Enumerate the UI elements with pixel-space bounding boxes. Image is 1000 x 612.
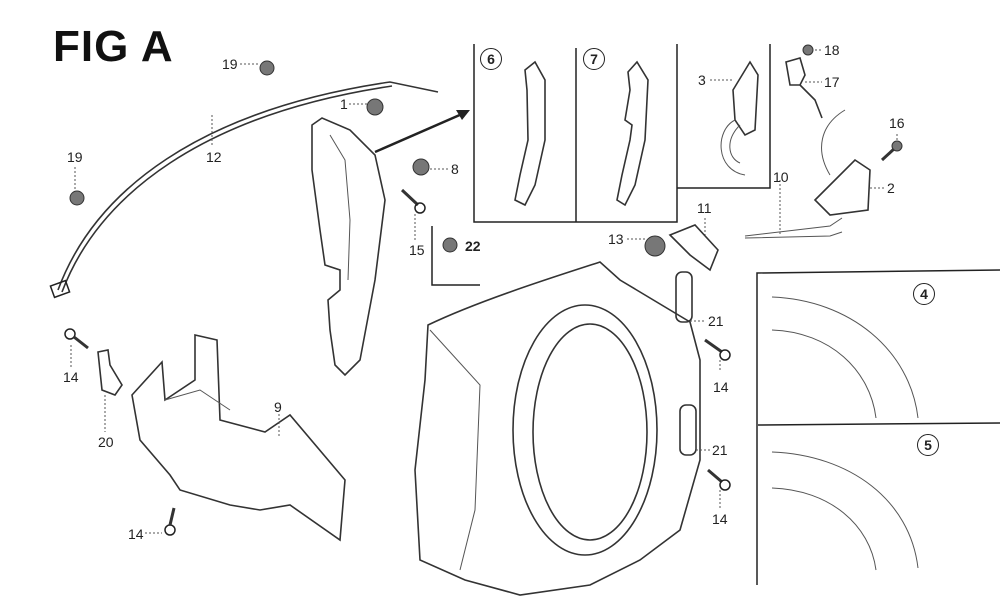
callout-10: 10 xyxy=(773,169,789,185)
pointer-arrow xyxy=(374,110,470,154)
bolt-part-15 xyxy=(400,188,426,214)
grommet-part-1 xyxy=(366,98,384,116)
bolt-part-16 xyxy=(880,140,903,162)
detail-view-7: 7 xyxy=(583,48,605,70)
bolt-part-14-left xyxy=(64,328,176,536)
detail-view-5: 5 xyxy=(917,434,939,456)
callout-14-left: 14 xyxy=(63,369,79,385)
callout-16: 16 xyxy=(889,115,905,131)
wire-part-10 xyxy=(744,217,843,239)
callout-17: 17 xyxy=(824,74,840,90)
socket-part-11 xyxy=(668,224,719,272)
callout-15: 15 xyxy=(409,242,425,258)
bracket-part-17 xyxy=(785,57,823,119)
bolt-part-18 xyxy=(802,44,814,56)
callout-12: 12 xyxy=(206,149,222,165)
callout-18: 18 xyxy=(824,42,840,58)
callout-11: 11 xyxy=(697,200,712,216)
callout-21-top: 21 xyxy=(708,313,724,329)
callout-22: 22 xyxy=(465,238,481,254)
callout-9: 9 xyxy=(274,399,282,415)
callout-19-left: 19 xyxy=(67,149,83,165)
callout-14-right-top: 14 xyxy=(713,379,729,395)
callout-3: 3 xyxy=(698,72,706,88)
callout-14-bottom: 14 xyxy=(128,526,144,542)
module-part-3 xyxy=(720,60,759,176)
detail-frame-6-7 xyxy=(473,44,771,223)
clip-part-21 xyxy=(675,271,697,456)
bolt-part-14-right xyxy=(704,338,731,491)
callout-20: 20 xyxy=(98,434,114,450)
grommet-part-13 xyxy=(644,235,666,257)
blower-housing xyxy=(414,261,701,596)
callout-8: 8 xyxy=(451,161,459,177)
arm-part-6 xyxy=(514,60,546,207)
callout-19-top: 19 xyxy=(222,56,238,72)
leader-lines xyxy=(70,49,898,534)
nut-part-8 xyxy=(412,158,430,176)
module-part-2 xyxy=(813,109,871,216)
bracket-part-20 xyxy=(97,349,123,396)
callout-1: 1 xyxy=(340,96,348,112)
detail-view-6: 6 xyxy=(480,48,502,70)
callout-2: 2 xyxy=(887,180,895,196)
clip-part-19 xyxy=(69,60,275,206)
callout-13: 13 xyxy=(608,231,624,247)
shroud-plate xyxy=(311,117,386,377)
figure-title: FIG A xyxy=(53,22,174,71)
cable-part-12 xyxy=(49,81,439,299)
callout-14-right-bottom: 14 xyxy=(712,511,728,527)
shroud-part-9 xyxy=(131,333,346,542)
arm-part-7 xyxy=(616,60,649,207)
callout-21-bottom: 21 xyxy=(712,442,728,458)
detail-box-22 xyxy=(431,226,480,286)
detail-view-4: 4 xyxy=(913,283,935,305)
detail-frame-4-5 xyxy=(756,269,1000,585)
